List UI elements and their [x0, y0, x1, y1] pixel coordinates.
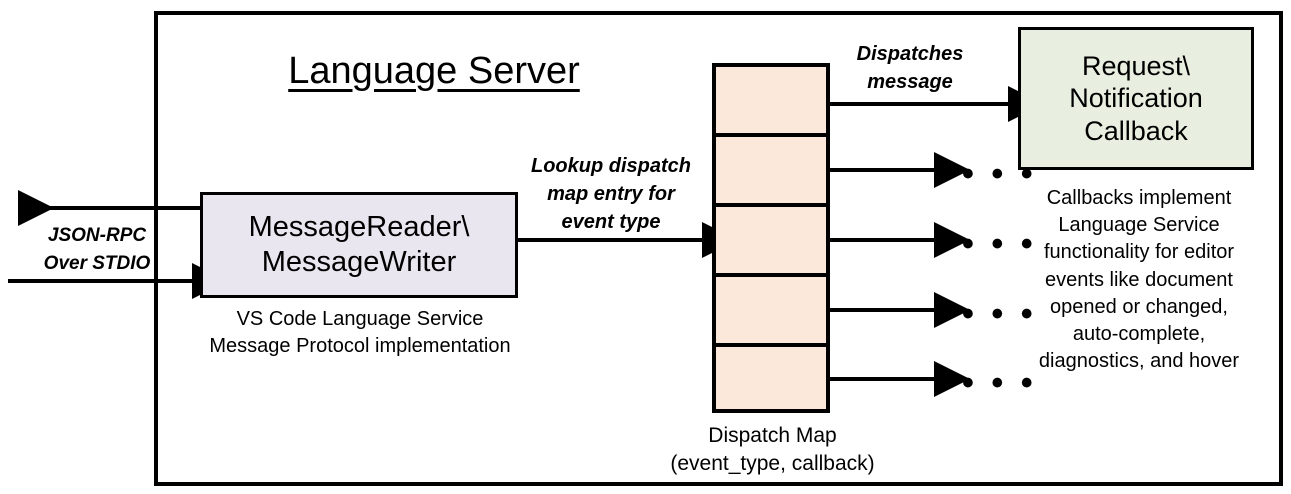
reader-line-2: MessageWriter — [261, 246, 457, 278]
dispatch-map-caption: Dispatch Map (event_type, callback) — [645, 422, 900, 479]
dispatches-message-label: Dispatches message — [830, 40, 990, 96]
reader-line-1: MessageReader\ — [248, 210, 470, 243]
callback-desc-line: diagnostics, and hover — [1038, 350, 1240, 373]
jsonrpc-line-1: JSON-RPC — [47, 225, 147, 246]
dispatches-line-2: message — [867, 71, 953, 93]
lookup-line-2: map entry for — [547, 183, 675, 205]
lookup-line-1: Lookup dispatch — [531, 155, 691, 177]
dispatch-map-cell[interactable] — [716, 67, 826, 137]
lookup-line-3: event type — [561, 211, 661, 233]
ellipsis-marker-4: • • • — [962, 364, 1037, 402]
callback-line-3: Callback — [1084, 115, 1188, 146]
page-title: Language Server — [288, 50, 580, 92]
language-server-frame — [154, 11, 1283, 486]
callback-desc-line: Language Service — [1058, 214, 1220, 237]
callback-desc-line: opened or changed, — [1050, 295, 1228, 318]
dispatches-line-1: Dispatches — [856, 43, 964, 65]
callback-line-2: Notification — [1069, 83, 1203, 114]
dispatch-map-cell[interactable] — [716, 207, 826, 277]
callback-description: Callbacks implement Language Service fun… — [1008, 185, 1270, 375]
request-notification-callback-box[interactable]: Request\ Notification Callback — [1018, 27, 1254, 170]
callback-desc-line: auto-complete, — [1072, 322, 1206, 345]
callback-line-1: Request\ — [1081, 50, 1191, 81]
dispatch-map-cell[interactable] — [716, 347, 826, 417]
dispatch-map-table[interactable] — [712, 63, 830, 413]
reader-caption-line-1: VS Code Language Service — [236, 308, 484, 330]
dispatch-map-cell[interactable] — [716, 137, 826, 207]
lookup-dispatch-label: Lookup dispatch map entry for event type — [516, 152, 706, 236]
dispatch-map-caption-line-2: (event_type, callback) — [670, 452, 875, 476]
reader-caption-line-2: Message Protocol implementation — [209, 335, 511, 357]
message-reader-caption: VS Code Language Service Message Protoco… — [185, 306, 535, 360]
message-reader-writer-box[interactable]: MessageReader\ MessageWriter — [200, 192, 518, 298]
callback-desc-line: events like document — [1045, 268, 1233, 291]
dispatch-map-caption-line-1: Dispatch Map — [708, 424, 837, 447]
dispatch-map-cell[interactable] — [716, 277, 826, 347]
ellipsis-marker-2: • • • — [962, 225, 1037, 263]
ellipsis-marker-3: • • • — [962, 295, 1037, 333]
jsonrpc-line-2: Over STDIO — [43, 252, 151, 274]
callback-desc-line: Callbacks implement — [1046, 187, 1232, 209]
jsonrpc-transport-label: JSON-RPC Over STDIO — [32, 222, 162, 277]
callback-desc-line: functionality for editor — [1043, 241, 1235, 264]
